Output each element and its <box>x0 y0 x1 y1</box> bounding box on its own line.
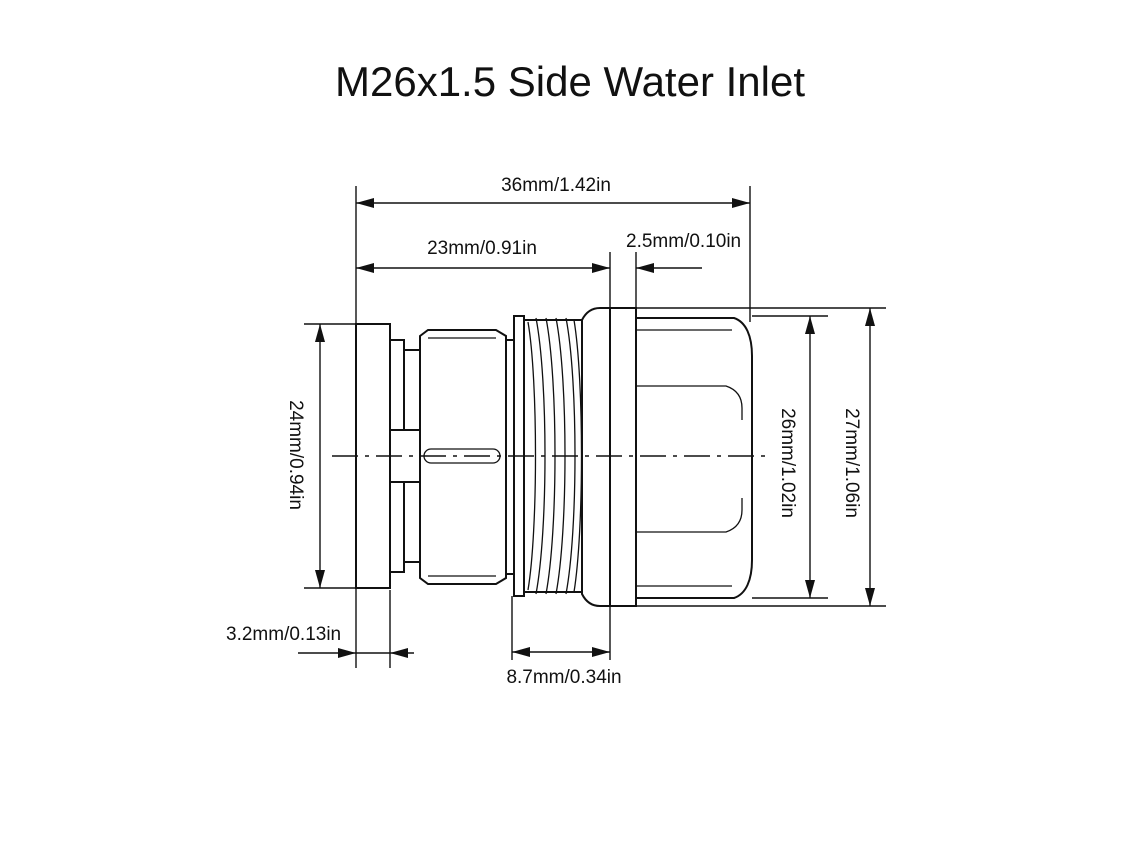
cap <box>636 317 753 599</box>
collar <box>581 307 611 607</box>
body-cylinder <box>419 329 507 585</box>
label-collar-thickness: 2.5mm/0.10in <box>626 231 741 252</box>
flange-boss-lower <box>390 481 421 573</box>
label-thread-diameter: 26mm/1.02in <box>777 408 798 518</box>
label-flange-thickness: 3.2mm/0.13in <box>226 624 341 645</box>
dim-flange-diameter: 24mm/0.94in <box>285 324 325 588</box>
flange-boss-upper <box>390 339 421 431</box>
dim-overall-length: 36mm/1.42in <box>356 175 750 208</box>
extension-lines <box>304 186 886 668</box>
dim-flange-thickness: 3.2mm/0.13in <box>226 624 414 658</box>
dim-thread-length: 8.7mm/0.34in <box>506 647 622 688</box>
label-thread-length: 8.7mm/0.34in <box>506 667 621 688</box>
dim-body-length: 23mm/0.91in <box>356 238 610 273</box>
label-overall-length: 36mm/1.42in <box>501 175 611 196</box>
inlet-part <box>355 307 753 607</box>
dim-collar-thickness: 2.5mm/0.10in <box>626 231 741 273</box>
dim-thread-diameter: 26mm/1.02in <box>777 316 815 598</box>
diagram-title: M26x1.5 Side Water Inlet <box>335 58 805 105</box>
label-body-length: 23mm/0.91in <box>427 238 537 259</box>
label-collar-diameter: 27mm/1.06in <box>841 408 862 518</box>
dim-collar-diameter: 27mm/1.06in <box>841 308 875 606</box>
label-flange-diameter: 24mm/0.94in <box>285 400 306 510</box>
